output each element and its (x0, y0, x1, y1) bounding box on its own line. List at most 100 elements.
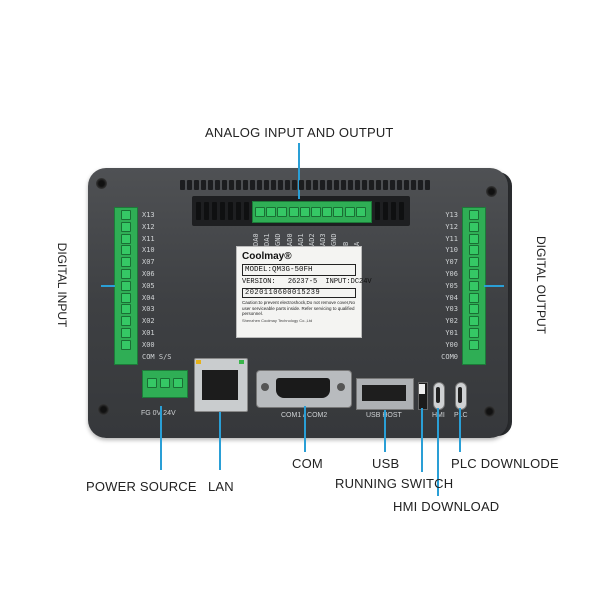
vent-slot (425, 180, 430, 190)
analog-pin (333, 207, 344, 217)
vent-slot (250, 180, 255, 190)
running-switch-callout: RUNNING SWITCH (335, 476, 454, 491)
lan-callout-line (219, 412, 221, 470)
input-pin-label: X00 (142, 340, 155, 349)
analog-pin-label: GND (274, 233, 283, 246)
vent-slot (243, 180, 248, 190)
vent-slot (212, 202, 217, 220)
vent-slot (348, 180, 353, 190)
plc-callout-line (459, 408, 461, 452)
vent-slot (228, 202, 233, 220)
input-pin-label: X04 (142, 293, 155, 302)
input-pin-label: X06 (142, 270, 155, 278)
vent-slot (383, 202, 388, 220)
caution-text: Caution:to prevent electroshock,Do not r… (242, 300, 356, 316)
vent-slot (362, 180, 367, 190)
vent-slot (411, 180, 416, 190)
version-row: VERSION: 26237-5 INPUT:DC24V (242, 278, 372, 286)
input-pin (121, 316, 131, 327)
input-pin (121, 245, 131, 256)
input-pin-label: COM S/S (142, 352, 172, 361)
vent-slot (201, 180, 206, 190)
screw-icon (484, 406, 495, 417)
output-pin (469, 257, 479, 268)
lan-led-icon (239, 360, 244, 364)
analog-pin-label: AD0 (285, 233, 294, 246)
hmi-download-callout: HMI DOWNLOAD (393, 499, 500, 514)
analog-pin (311, 207, 321, 217)
lan-port-socket (202, 370, 238, 400)
manufacturer-text: Shenzhen Coolmay Technology Co.,Ltd (242, 317, 313, 323)
running-switch-callout-line (421, 408, 423, 472)
vent-slot (306, 180, 311, 190)
power-pin (147, 378, 157, 388)
vent-slot (397, 180, 402, 190)
analog-pin-label: DA1 (263, 233, 272, 246)
running-switch[interactable] (418, 382, 428, 410)
output-pin-label: Y03 (445, 305, 458, 314)
output-pin-label: Y10 (445, 246, 458, 255)
analog-pin (299, 207, 310, 217)
hmi-callout-line (437, 408, 439, 496)
usb-port-label: USB HOST (366, 412, 402, 419)
analog-pin-label: A (352, 241, 361, 246)
vent-slot (180, 180, 185, 190)
vent-slot (320, 180, 325, 190)
digital-input-callout-line (101, 285, 115, 287)
analog-pin (277, 207, 288, 217)
input-pin-label: X11 (142, 234, 155, 243)
input-pin-label: X12 (142, 222, 155, 231)
switch-toggle (419, 384, 425, 394)
analog-pin (344, 207, 355, 217)
vent-slot (271, 180, 276, 190)
output-pin-label: Y05 (445, 281, 458, 290)
com-callout: COM (292, 456, 323, 471)
vent-slot (264, 180, 269, 190)
input-pin (121, 221, 131, 232)
input-pin (121, 339, 131, 350)
vent-slot (292, 180, 297, 190)
screw-icon (98, 404, 109, 415)
usb-c-slot (458, 387, 462, 403)
output-pin-label: Y02 (445, 317, 458, 326)
input-pin-label: X13 (142, 211, 155, 219)
input-pin-label: X10 (142, 246, 155, 255)
brand-name: Coolmay® (242, 251, 292, 262)
analog-pin-label: AD2 (308, 233, 316, 246)
usb-callout: USB (372, 456, 400, 471)
vent-slot (341, 180, 346, 190)
analog-pin-label: AD3 (319, 233, 328, 246)
input-pin (121, 304, 131, 315)
vent-slot (334, 180, 339, 190)
analog-pin (355, 207, 366, 217)
vent-slot (204, 202, 209, 220)
vent-slot (229, 180, 234, 190)
vent-slot (285, 180, 290, 190)
output-pin (469, 245, 479, 256)
analog-callout-line (298, 143, 300, 199)
vent-slot (244, 202, 249, 220)
vent-slot (369, 180, 374, 190)
digital-input-callout: DIGITAL INPUT (55, 242, 69, 328)
vent-slot (399, 202, 404, 220)
input-pin (121, 269, 131, 279)
input-pin (121, 257, 131, 268)
usb-socket (362, 385, 406, 401)
output-pin-label: Y01 (445, 329, 458, 337)
vent-slot (208, 180, 213, 190)
vent-slot (220, 202, 225, 220)
input-pin (121, 233, 131, 244)
vent-slot (278, 180, 283, 190)
power-callout-line (160, 406, 162, 470)
vent-slot (196, 202, 201, 220)
analog-pin-label: DA0 (252, 233, 260, 246)
screw-icon (486, 186, 497, 197)
power-port-label: FG 0V 24V (141, 410, 176, 417)
analog-io-callout: ANALOG INPUT AND OUTPUT (205, 125, 394, 140)
input-pin-label: X02 (142, 317, 155, 326)
analog-pin-label: GND (330, 233, 339, 246)
vent-slot (313, 180, 318, 190)
vent-slot (327, 180, 332, 190)
lan-led-icon (196, 360, 201, 364)
